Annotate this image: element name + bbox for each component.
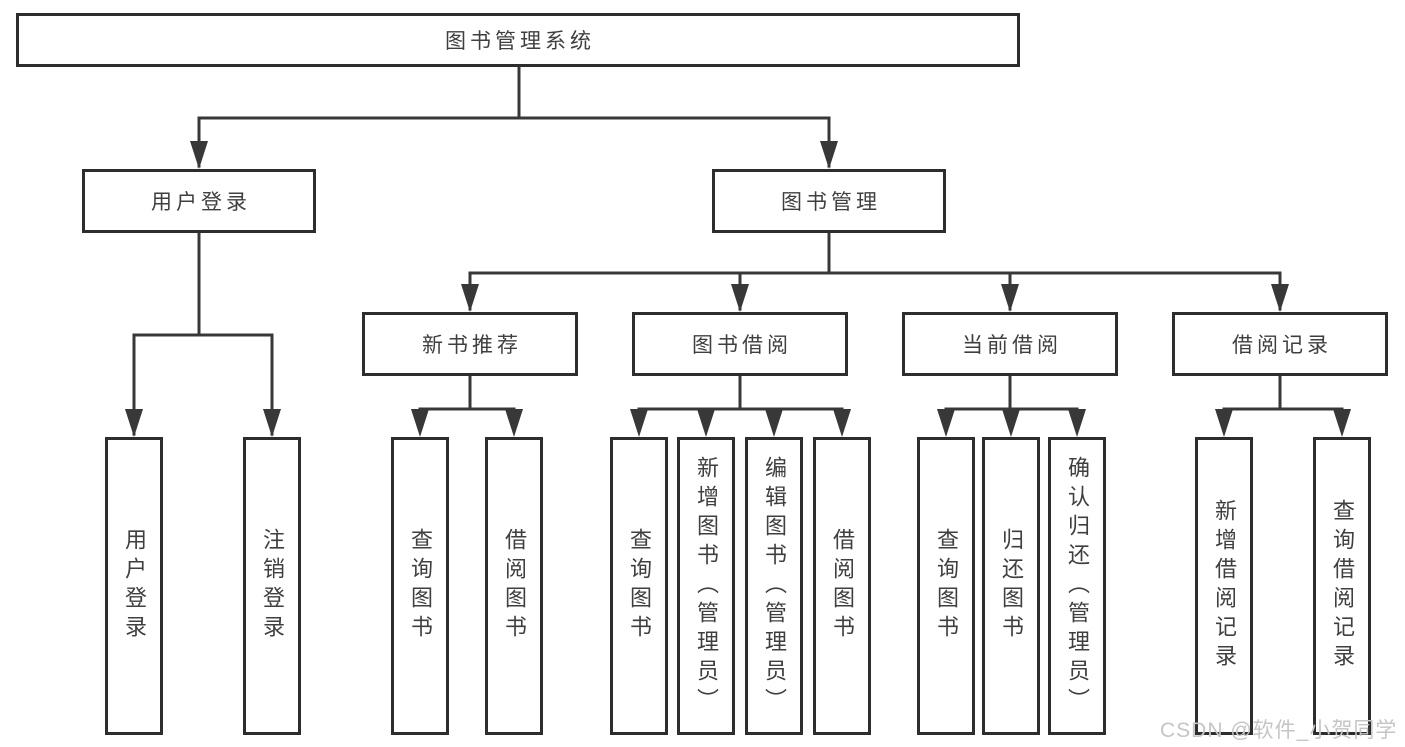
node-leaf-borrowing-query-books: 查询图书 xyxy=(610,437,668,735)
watermark: CSDN @软件_小贺同学 xyxy=(1160,719,1398,742)
node-leaf-recommend-query-books: 查询图书 xyxy=(391,437,449,735)
node-leaf-borrowing-add-books-admin: 新增图书（管理员） xyxy=(677,437,735,735)
connector-borrowing-children xyxy=(630,374,851,437)
node-leaf-records-query-record: 查询借阅记录 xyxy=(1313,437,1371,735)
node-borrowing-records: 借阅记录 xyxy=(1172,312,1388,376)
connector-recommend-children xyxy=(411,374,523,437)
node-leaf-recommend-borrow-books: 借阅图书 xyxy=(485,437,543,735)
node-leaf-logout: 注销登录 xyxy=(243,437,301,735)
node-book-borrowing: 图书借阅 xyxy=(632,312,848,376)
node-leaf-user-login: 用户登录 xyxy=(105,437,163,735)
node-leaf-records-add-record: 新增借阅记录 xyxy=(1195,437,1253,735)
node-leaf-current-return-books: 归还图书 xyxy=(982,437,1040,735)
node-leaf-borrowing-borrow-books: 借阅图书 xyxy=(813,437,871,735)
node-user-login: 用户登录 xyxy=(82,169,316,233)
node-new-book-recommend: 新书推荐 xyxy=(362,312,578,376)
node-leaf-borrowing-edit-books-admin: 编辑图书（管理员） xyxy=(745,437,803,735)
connector-user-login-children xyxy=(125,231,281,437)
node-leaf-current-confirm-return-admin: 确认归还（管理员） xyxy=(1048,437,1106,735)
node-current-borrowing: 当前借阅 xyxy=(902,312,1118,376)
node-leaf-current-query-books: 查询图书 xyxy=(917,437,975,735)
connector-records-children xyxy=(1215,374,1351,437)
node-book-management: 图书管理 xyxy=(712,169,946,233)
connector-book-management-children xyxy=(461,231,1289,312)
connector-current-borrowing-children xyxy=(937,374,1086,437)
node-book-management-system: 图书管理系统 xyxy=(16,13,1020,67)
connector-root-to-level2 xyxy=(190,65,838,169)
